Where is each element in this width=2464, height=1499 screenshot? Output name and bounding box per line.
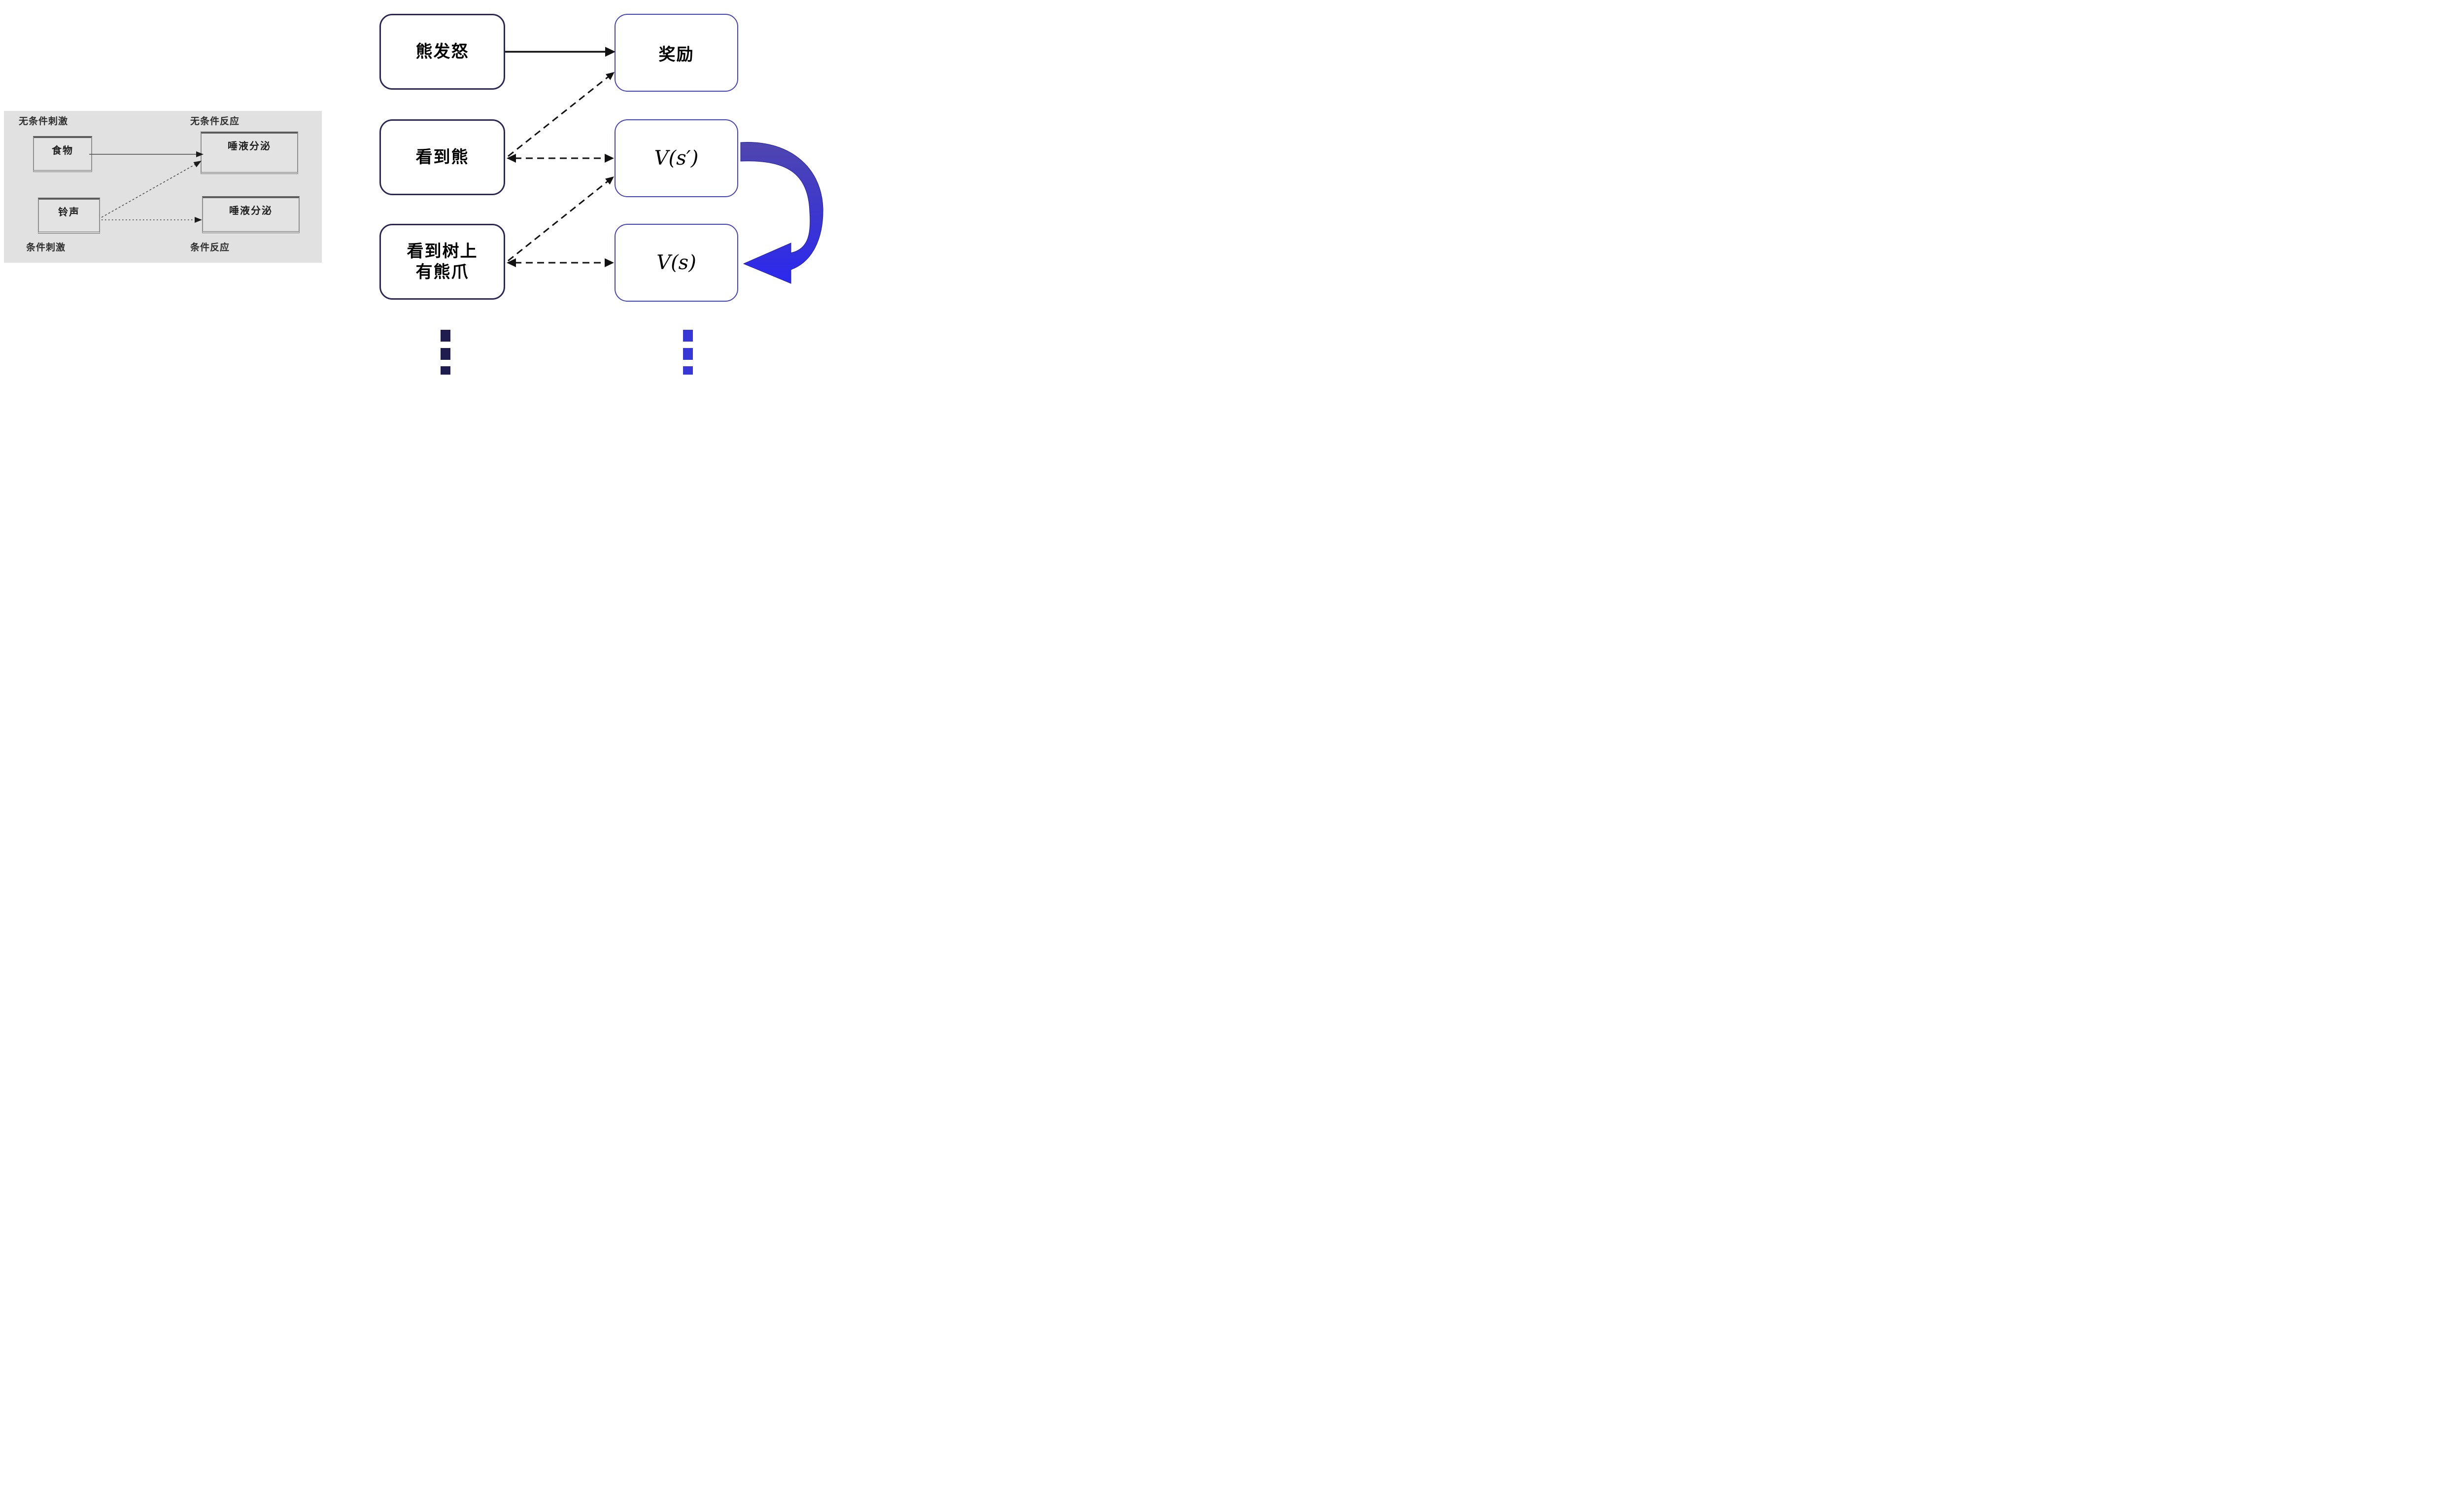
- label-conditioned-stimulus: 条件刺激: [26, 242, 66, 253]
- box-salivation-bottom: 唾液分泌: [202, 196, 300, 233]
- arrow-bear-rage-to-reward-head: [605, 47, 616, 57]
- box-food: 食物: [33, 136, 92, 172]
- box-salivation-bottom-label: 唾液分泌: [229, 205, 273, 216]
- box-salivation-top-label: 唾液分泌: [228, 140, 271, 152]
- ellipsis-dot-right-2: [683, 348, 693, 360]
- ellipsis-dot-left-2: [441, 348, 450, 360]
- update-loop-arrow-shape: [740, 142, 823, 284]
- ellipsis-dot-right-1: [683, 330, 693, 342]
- box-bell: 铃声: [38, 198, 100, 234]
- ellipsis-dot-right-3: [683, 366, 693, 375]
- label-conditioned-response: 条件反应: [190, 242, 230, 253]
- update-loop-arrow: [740, 142, 823, 284]
- arrow-see-bear-vsprime-left-head: [507, 154, 516, 163]
- box-reward-label: 奖励: [658, 44, 694, 65]
- box-food-label: 食物: [52, 144, 73, 156]
- arrow-see-claw-to-vsprime-head: [605, 176, 614, 185]
- box-see-claw-line2: 有熊爪: [415, 262, 469, 282]
- arrow-see-claw-vs-right-head: [605, 258, 614, 267]
- box-value-s: V(s): [615, 224, 738, 302]
- box-see-bear-label: 看到熊: [415, 147, 469, 167]
- box-bell-label: 铃声: [58, 206, 80, 218]
- classical-conditioning-panel: 无条件刺激 无条件反应 条件刺激 条件反应 食物 唾液分泌 铃声 唾液分泌: [4, 111, 322, 263]
- box-bear-rage: 熊发怒: [379, 14, 505, 90]
- label-unconditioned-response: 无条件反应: [190, 116, 240, 127]
- arrow-see-claw-vs-left-head: [507, 258, 516, 267]
- ellipsis-dot-left-3: [441, 366, 450, 375]
- box-see-claw-line1: 看到树上: [407, 241, 478, 261]
- arrow-see-bear-to-reward-head: [606, 72, 615, 80]
- box-see-claw: 看到树上 有熊爪: [379, 224, 505, 300]
- ellipsis-dot-left-1: [441, 330, 450, 342]
- label-unconditioned-stimulus: 无条件刺激: [19, 116, 68, 127]
- box-salivation-top: 唾液分泌: [201, 132, 298, 174]
- box-value-s-prime: V(s′): [615, 119, 738, 197]
- arrow-see-claw-to-vsprime: [508, 180, 608, 262]
- box-reward: 奖励: [615, 14, 738, 92]
- box-value-s-prime-label: V(s′): [654, 147, 699, 170]
- box-value-s-label: V(s): [656, 251, 696, 274]
- box-see-bear: 看到熊: [379, 119, 505, 195]
- arrow-see-bear-vsprime-right-head: [605, 154, 614, 163]
- box-see-claw-label: 看到树上 有熊爪: [407, 241, 478, 283]
- arrow-see-bear-to-reward: [508, 76, 609, 157]
- slide-canvas: 无条件刺激 无条件反应 条件刺激 条件反应 食物 唾液分泌 铃声 唾液分泌 熊发…: [0, 0, 827, 375]
- box-bear-rage-label: 熊发怒: [415, 41, 469, 62]
